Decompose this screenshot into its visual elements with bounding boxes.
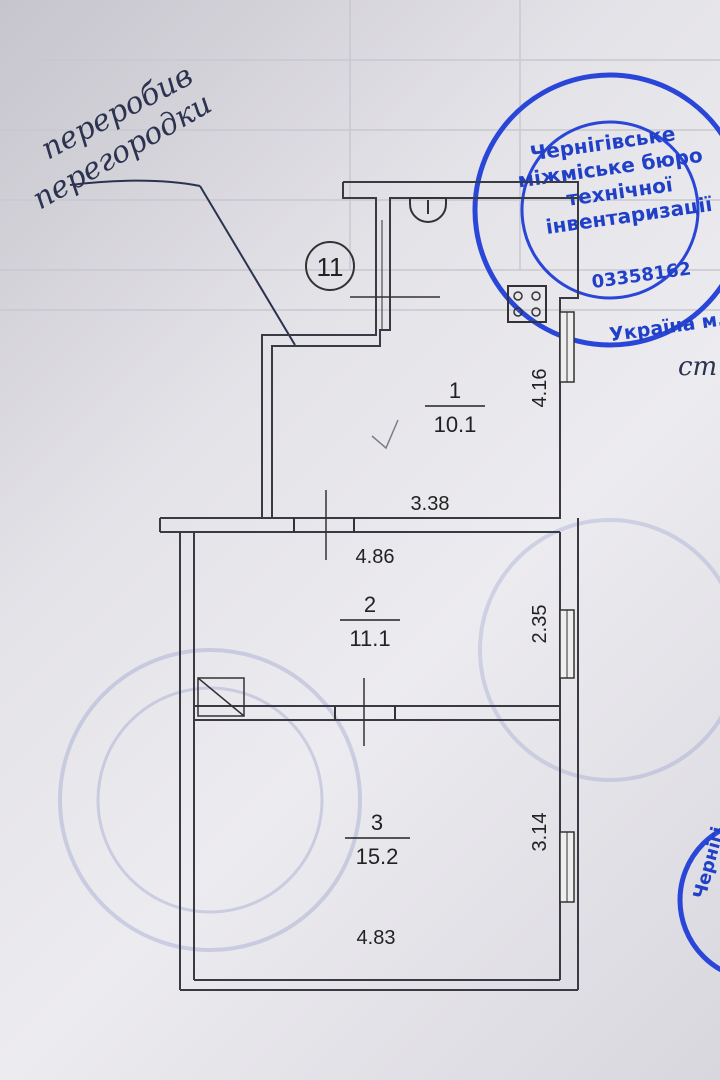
room-2-number: 2 [364, 592, 376, 617]
stamp-code: 03358162 [590, 258, 692, 293]
apartment-number-marker: 11 [305, 241, 355, 291]
apartment-number: 11 [317, 252, 344, 282]
room-3-number: 3 [371, 810, 383, 835]
handwritten-note: переробив перегородки [27, 58, 296, 346]
pencil-mark [371, 419, 399, 450]
room-1-door-width: 4.86 [356, 546, 395, 568]
room-2-walls [179, 518, 579, 990]
room-2-area: 11.1 [349, 626, 390, 651]
room-2-label: 2 11.1 2.35 [340, 592, 551, 651]
room-1-number: 1 [449, 378, 461, 403]
room-3-label: 3 15.2 3.14 4.83 [345, 810, 551, 949]
side-note: ст [678, 352, 717, 382]
room-3-length: 3.14 [529, 813, 551, 852]
room-1-length: 4.16 [529, 369, 551, 408]
background-table [0, 0, 720, 311]
room-3-width: 4.83 [357, 927, 396, 949]
room-1-width: 3.38 [411, 493, 450, 515]
room-3-walls [180, 720, 578, 991]
room-1-walls [159, 181, 579, 560]
room-3-area: 15.2 [356, 844, 399, 869]
stamp-bottom: Україна м. [608, 308, 720, 346]
room-2-length: 2.35 [529, 605, 551, 644]
partial-stamp-right-edge: Чернігі [677, 825, 720, 973]
official-stamp: Чернігівське міжміське бюро технічної ін… [472, 72, 720, 348]
faded-stamp-lower-left [58, 648, 362, 952]
stove-icon [507, 285, 547, 323]
room-1-label: 1 10.1 3.38 4.16 4.86 [356, 369, 551, 568]
room-1-area: 10.1 [434, 412, 477, 437]
faded-stamp-right [478, 518, 720, 782]
partial-stamp-text: Чернігі [690, 825, 720, 902]
